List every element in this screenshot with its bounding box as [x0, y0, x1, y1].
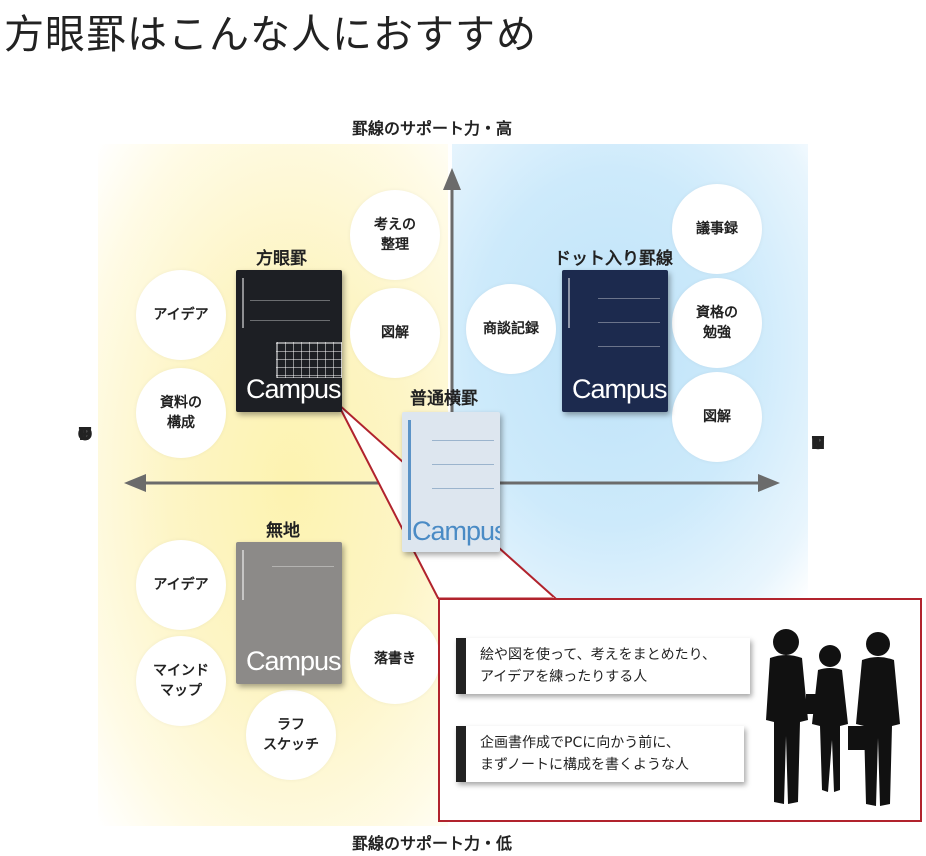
callout-text-1: 絵や図を使って、考えをまとめたり、 アイデアを練ったりする人: [456, 638, 750, 694]
axis-right-char: I: [814, 433, 822, 454]
bubble-qualification-study: 資格の 勉強: [672, 278, 762, 368]
bubble-diagram: 図解: [672, 372, 762, 462]
notebook-label-plain-ruled: 普通横罫: [410, 389, 478, 409]
bubble-organize-thoughts: 考えの 整理: [350, 190, 440, 280]
page-title: 方眼罫はこんな人におすすめ: [4, 12, 537, 58]
axis-left-char: T: [78, 424, 92, 445]
recommendation-callout: 絵や図を使って、考えをまとめたり、 アイデアを練ったりする人 企画書作成でPCに…: [438, 598, 922, 822]
axis-right-char: U: [810, 433, 826, 454]
bubble-idea: アイデア: [136, 540, 226, 630]
axis-right-char: T: [811, 433, 825, 454]
business-people-silhouette: [766, 629, 900, 806]
axis-left-char: T: [78, 424, 92, 445]
axis-right-char: P: [811, 433, 825, 454]
notebook-dot: Campus: [562, 270, 668, 412]
axis-left-char: U: [77, 424, 93, 445]
axis-left-char: O: [77, 424, 93, 445]
bubble-rough-sketch: ラフ スケッチ: [246, 690, 336, 780]
bubble-minutes: 議事録: [672, 184, 762, 274]
notebook-label-dot: ドット入り罫線: [554, 249, 673, 269]
bubble-idea: アイデア: [136, 270, 226, 360]
bubble-diagram: 図解: [350, 288, 440, 378]
axis-left-char: U: [77, 424, 93, 445]
axis-right-char: N: [810, 433, 826, 454]
bubble-mindmap: マインド マップ: [136, 636, 226, 726]
brand-logo: Campus: [246, 374, 342, 404]
notebook-label-grid: 方眼罫: [256, 249, 307, 269]
bubble-document-structure: 資料の 構成: [136, 368, 226, 458]
brand-logo: Campus: [412, 516, 500, 546]
notebook-plain-ruled: Campus: [402, 412, 500, 552]
axis-left-char: P: [78, 424, 92, 445]
axis-label-top: 罫線のサポート力・高: [352, 119, 513, 138]
brand-logo: Campus: [572, 374, 668, 404]
axis-label-bottom: 罫線のサポート力・低: [352, 834, 513, 853]
callout-text-2: 企画書作成でPCに向かう前に、 まずノートに構成を書くような人: [456, 726, 744, 782]
bubble-business-record: 商談記録: [466, 284, 556, 374]
notebook-grid: Campus: [236, 270, 342, 412]
notebook-blank: Campus: [236, 542, 342, 684]
bubble-doodle: 落書き: [350, 614, 440, 704]
notebook-label-blank: 無地: [266, 521, 300, 541]
brand-logo: Campus: [246, 646, 342, 676]
